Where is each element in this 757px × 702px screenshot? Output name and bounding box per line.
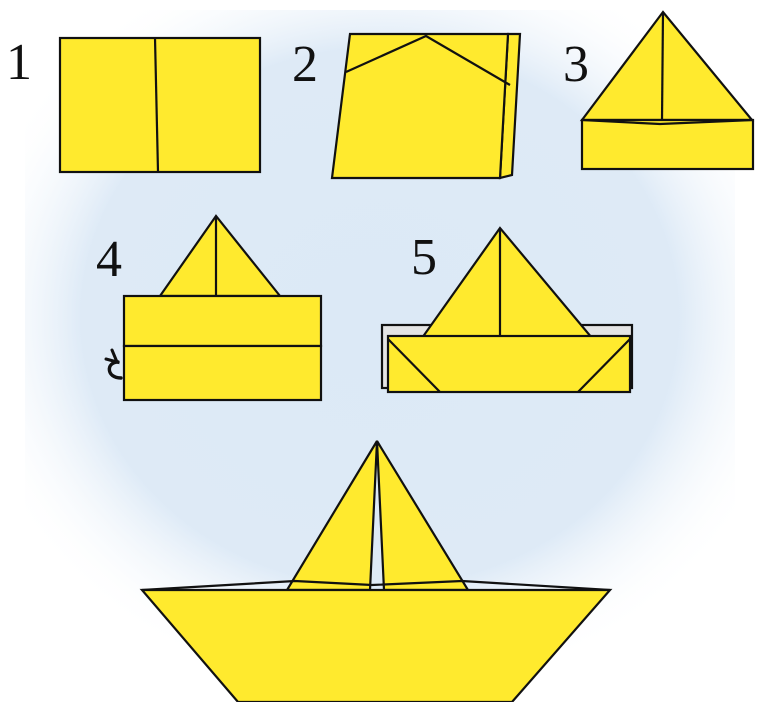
step-4-lower-band xyxy=(122,344,323,402)
step-3-band-fold xyxy=(581,118,754,126)
step-number-3: 3 xyxy=(563,36,589,93)
step-3-diagram xyxy=(579,10,755,171)
step-number-4: 4 xyxy=(96,231,122,288)
step-1-center-crease xyxy=(153,37,160,173)
curved-arrow-icon xyxy=(104,348,123,380)
step-2-corner-folds xyxy=(345,34,511,86)
step-3-band xyxy=(580,118,755,171)
step-4-diagram xyxy=(122,214,323,402)
step-5-diagram xyxy=(380,226,634,394)
finished-boat-diagram xyxy=(139,440,613,702)
step-1-diagram xyxy=(58,36,262,174)
step-5-right-corner-fold xyxy=(577,338,631,393)
step-3-center-crease xyxy=(660,11,665,121)
step-number-2: 2 xyxy=(292,36,318,93)
step-number-5: 5 xyxy=(411,229,437,286)
step-2-sheet xyxy=(330,32,510,180)
step-1-sheet xyxy=(58,36,262,174)
boat-hull xyxy=(139,588,613,702)
step-5-hull-band xyxy=(386,334,632,394)
step-5-left-corner-fold xyxy=(387,338,441,393)
boat-hull-rim xyxy=(141,579,611,592)
step-2-diagram xyxy=(330,32,522,180)
step-4-upper-band xyxy=(122,294,323,348)
step-number-1: 1 xyxy=(6,34,32,91)
